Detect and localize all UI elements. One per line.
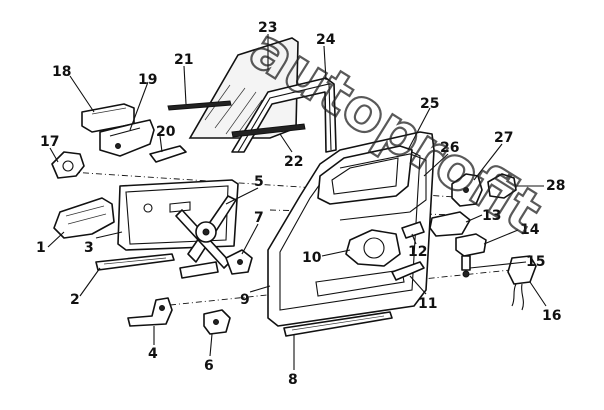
callout-19: 19	[138, 72, 157, 88]
callout-24: 24	[316, 32, 336, 48]
callout-28: 28	[546, 178, 565, 194]
part-12-lever	[401, 221, 425, 239]
callout-10: 10	[302, 250, 322, 266]
part-28-cap	[487, 173, 517, 199]
part-14-lock-cylinder	[455, 233, 487, 278]
callout-27: 27	[494, 130, 513, 146]
callout-16: 16	[542, 308, 561, 324]
callout-11: 11	[418, 296, 437, 312]
part-25-door-pocket	[317, 145, 413, 205]
callout-1: 1	[36, 240, 46, 256]
leader-lines	[47, 34, 547, 370]
part-7-hinge	[225, 249, 253, 275]
part-27-lock-bracket	[451, 173, 483, 207]
callout-4: 4	[148, 346, 158, 362]
callout-12: 12	[408, 244, 427, 260]
callout-8: 8	[288, 372, 298, 388]
callout-17: 17	[40, 134, 59, 150]
callout-21: 21	[174, 52, 193, 68]
part-11-pull-strap	[391, 261, 425, 281]
callout-18: 18	[52, 64, 71, 80]
callout-6: 6	[204, 358, 214, 374]
part-5-window-regulator	[175, 195, 237, 279]
callout-20: 20	[156, 124, 176, 140]
part-21-outer-weatherstrip	[167, 100, 232, 111]
part-4-door-check	[127, 297, 173, 327]
callout-2: 2	[70, 292, 80, 308]
callout-13: 13	[482, 208, 501, 224]
part-20-inner-handle	[149, 145, 187, 163]
part-26-trim-frame	[339, 153, 427, 221]
callout-15: 15	[526, 254, 545, 270]
callout-7: 7	[254, 210, 264, 226]
callout-5: 5	[254, 174, 264, 190]
part-22-inner-weatherstrip	[231, 123, 306, 138]
callout-25: 25	[420, 96, 439, 112]
part-2-lower-seal	[95, 253, 175, 271]
part-17-outer-handle	[51, 151, 85, 179]
part-10-armrest-bezel	[345, 229, 401, 267]
part-13-latch	[429, 211, 471, 237]
callout-23: 23	[258, 20, 277, 36]
part-6-lower-hinge	[203, 309, 231, 335]
part-1-armrest	[53, 197, 115, 239]
callout-9: 9	[240, 292, 250, 308]
callout-labels: 1 2 3 4 5 6 7 8 9 10 11 12 13 14 15 16 1…	[36, 20, 565, 388]
callout-14: 14	[520, 222, 540, 238]
callout-22: 22	[284, 154, 303, 170]
part-24-window-channel-seal	[231, 77, 337, 153]
part-19-mirror-bracket	[99, 119, 155, 157]
callout-26: 26	[440, 140, 459, 156]
part-8-sill-strip	[283, 311, 393, 337]
callout-3: 3	[84, 240, 94, 256]
